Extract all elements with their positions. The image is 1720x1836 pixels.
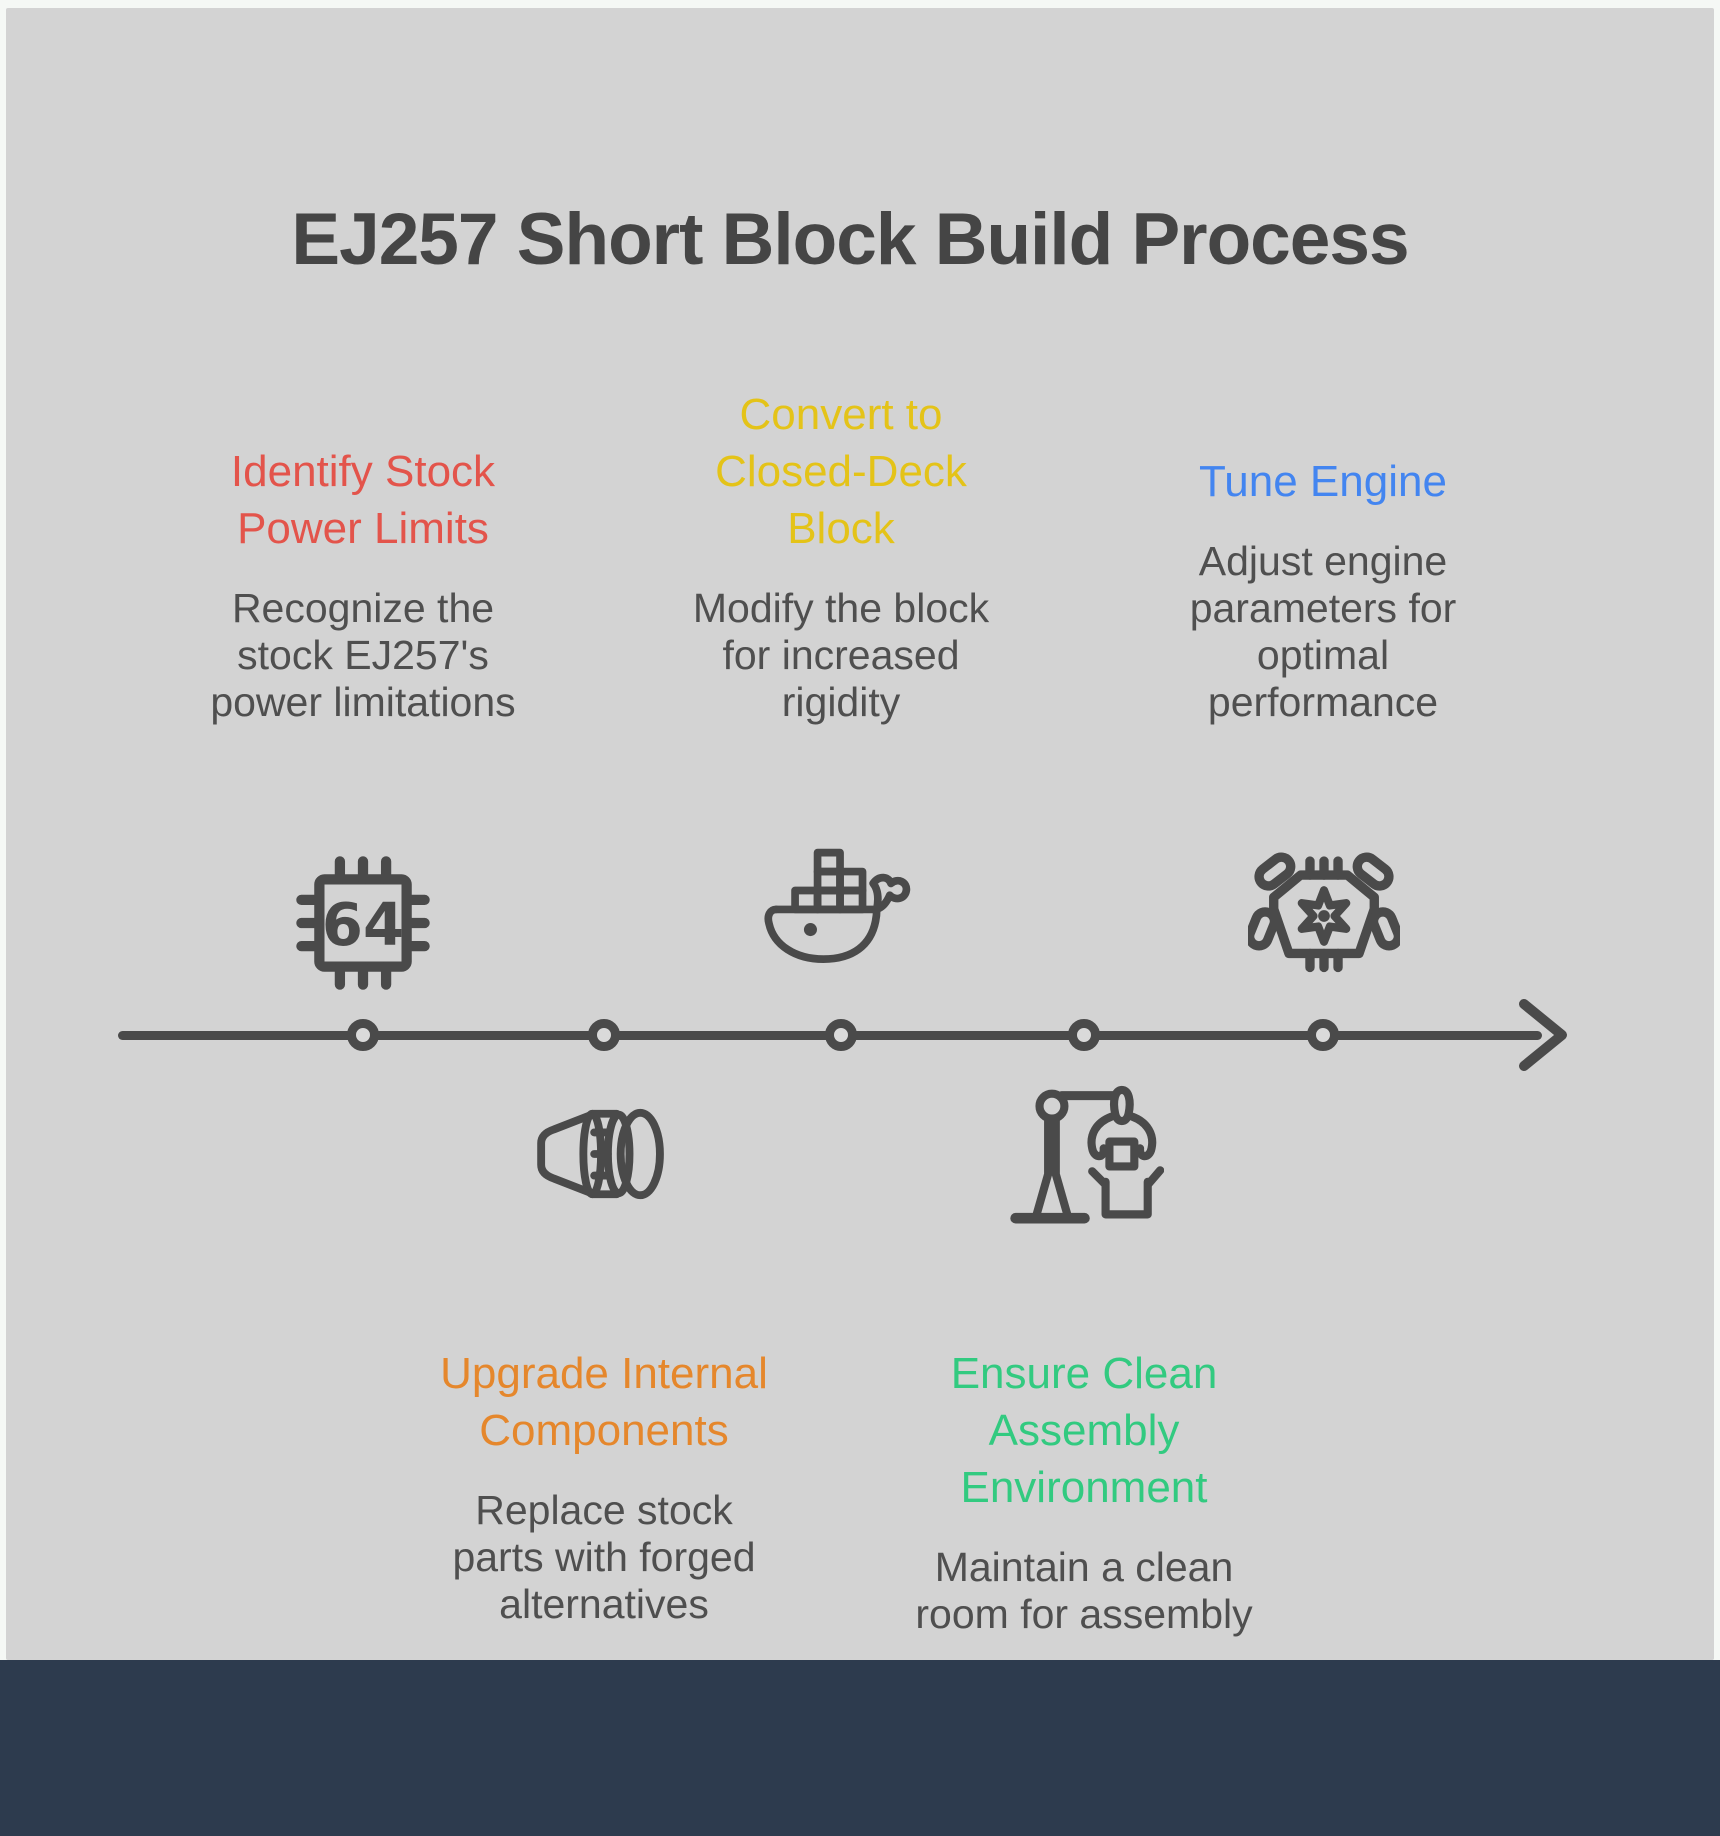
step-2-description: Replace stock parts with forged alternat… — [452, 1487, 756, 1627]
step-3-block: Convert to Closed-Deck Block Modify the … — [661, 386, 1021, 726]
page-title: EJ257 Short Block Build Process — [291, 199, 1409, 280]
step-1-block: Identify Stock Power Limits Recognize th… — [183, 443, 543, 726]
step-5-block: Tune Engine Adjust engine parameters for… — [1143, 453, 1503, 726]
camera-lens-icon — [527, 1100, 679, 1208]
canvas-background — [6, 8, 1714, 1660]
timeline-node-2 — [588, 1019, 620, 1051]
step-5-description: Adjust engine parameters for optimal per… — [1189, 538, 1457, 725]
chip-64-label: 64 — [322, 890, 404, 959]
step-4-description: Maintain a clean room for assembly — [915, 1544, 1253, 1637]
timeline-node-3 — [825, 1019, 857, 1051]
step-4-title: Ensure Clean Assembly Environment — [950, 1349, 1218, 1512]
footer-bar — [0, 1660, 1720, 1836]
step-2-block: Upgrade Internal Components Replace stoc… — [414, 1345, 794, 1628]
robot-arm-icon — [1006, 1080, 1164, 1230]
timeline-arrow-icon — [1516, 996, 1572, 1074]
step-2-title: Upgrade Internal Components — [440, 1349, 768, 1455]
engine-icon — [1248, 848, 1400, 984]
timeline-node-1 — [347, 1019, 379, 1051]
step-5-title: Tune Engine — [1199, 457, 1447, 506]
chip-64-icon: 64 — [286, 846, 440, 1000]
step-3-title: Convert to Closed-Deck Block — [715, 390, 967, 553]
docker-whale-icon — [763, 842, 923, 984]
timeline-node-5 — [1307, 1019, 1339, 1051]
step-1-title: Identify Stock Power Limits — [230, 447, 496, 553]
step-4-block: Ensure Clean Assembly Environment Mainta… — [894, 1345, 1274, 1638]
step-3-description: Modify the block for increased rigidity — [692, 585, 990, 725]
step-1-description: Recognize the stock EJ257's power limita… — [210, 585, 516, 725]
timeline-node-4 — [1068, 1019, 1100, 1051]
